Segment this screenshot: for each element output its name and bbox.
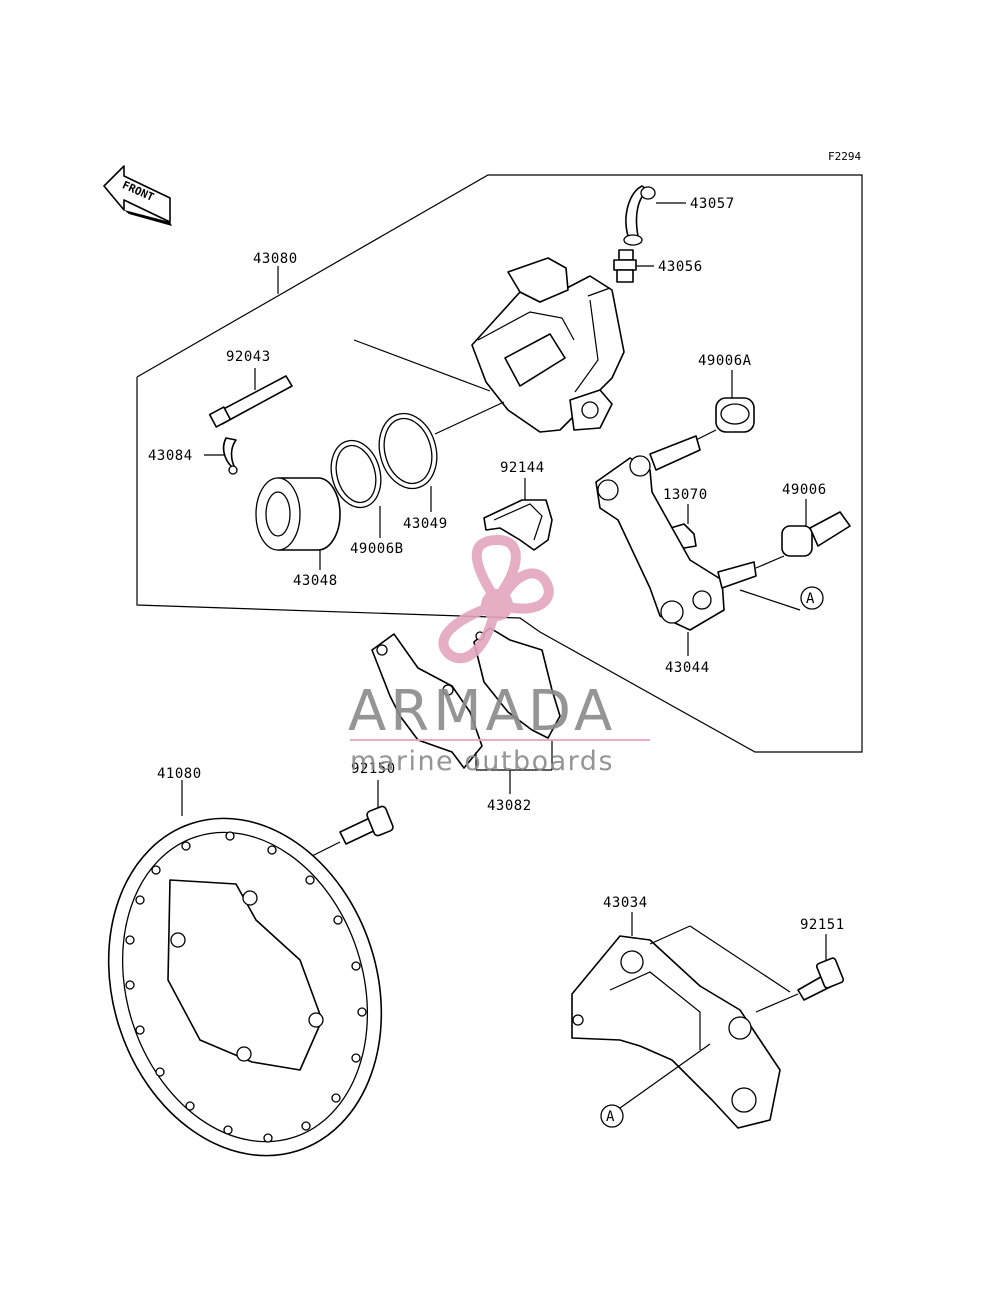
boot-part-49006a (695, 370, 755, 441)
part-label-41080: 41080 (157, 766, 202, 782)
piston-seal-part (378, 412, 438, 512)
disc-bolt-part (299, 780, 394, 863)
part-label-43049: 43049 (403, 516, 448, 532)
caliper-mount-part: A (571, 912, 791, 1129)
front-direction-arrow: FRONT (103, 165, 172, 226)
part-label-43034: 43034 (603, 895, 648, 911)
part-label-92151: 92151 (800, 917, 845, 933)
part-label-92144: 92144 (500, 460, 545, 476)
mount-bolt-part (755, 934, 845, 1013)
part-label-43080: 43080 (253, 251, 298, 267)
pin-clip-part (204, 437, 238, 475)
part-label-92043: 92043 (226, 349, 271, 365)
part-label-13070: 13070 (663, 487, 708, 503)
part-label-43048: 43048 (293, 573, 338, 589)
piston-part (255, 477, 341, 570)
part-number-labels: 43057 43056 43080 92043 43084 49006A 921… (148, 196, 845, 933)
caliper-bracket-part: A (595, 435, 824, 656)
watermark-brand: ARMADA (348, 679, 616, 744)
brake-disc-part (107, 780, 383, 1157)
caliper-body-part (471, 257, 625, 433)
part-label-92150: 92150 (351, 761, 396, 777)
boot-part-49006 (755, 499, 851, 569)
part-label-49006a: 49006A (698, 353, 752, 369)
ref-marker-a-upper: A (806, 591, 815, 607)
pad-spring-part (483, 478, 553, 551)
bleed-valve-part (613, 249, 654, 283)
watermark-tagline: marine outboards (350, 746, 614, 777)
propeller-logo (438, 534, 554, 664)
part-label-49006b: 49006B (350, 541, 404, 557)
brake-hose-part (623, 185, 686, 246)
disc-ventilation-holes (125, 831, 367, 1143)
part-label-43057: 43057 (690, 196, 735, 212)
part-label-43044: 43044 (665, 660, 710, 676)
slide-pin-part (208, 368, 293, 428)
brake-pads-part (371, 627, 561, 794)
dust-seal-part (330, 439, 382, 538)
part-label-43056: 43056 (658, 259, 703, 275)
part-label-49006: 49006 (782, 482, 827, 498)
figure-code: F2294 (828, 150, 861, 163)
part-label-43084: 43084 (148, 448, 193, 464)
armada-watermark: ARMADA marine outboards (348, 534, 650, 777)
ref-marker-a-lower: A (606, 1109, 615, 1125)
caliper-assembly-outline (136, 174, 863, 753)
part-label-43082: 43082 (487, 798, 532, 814)
